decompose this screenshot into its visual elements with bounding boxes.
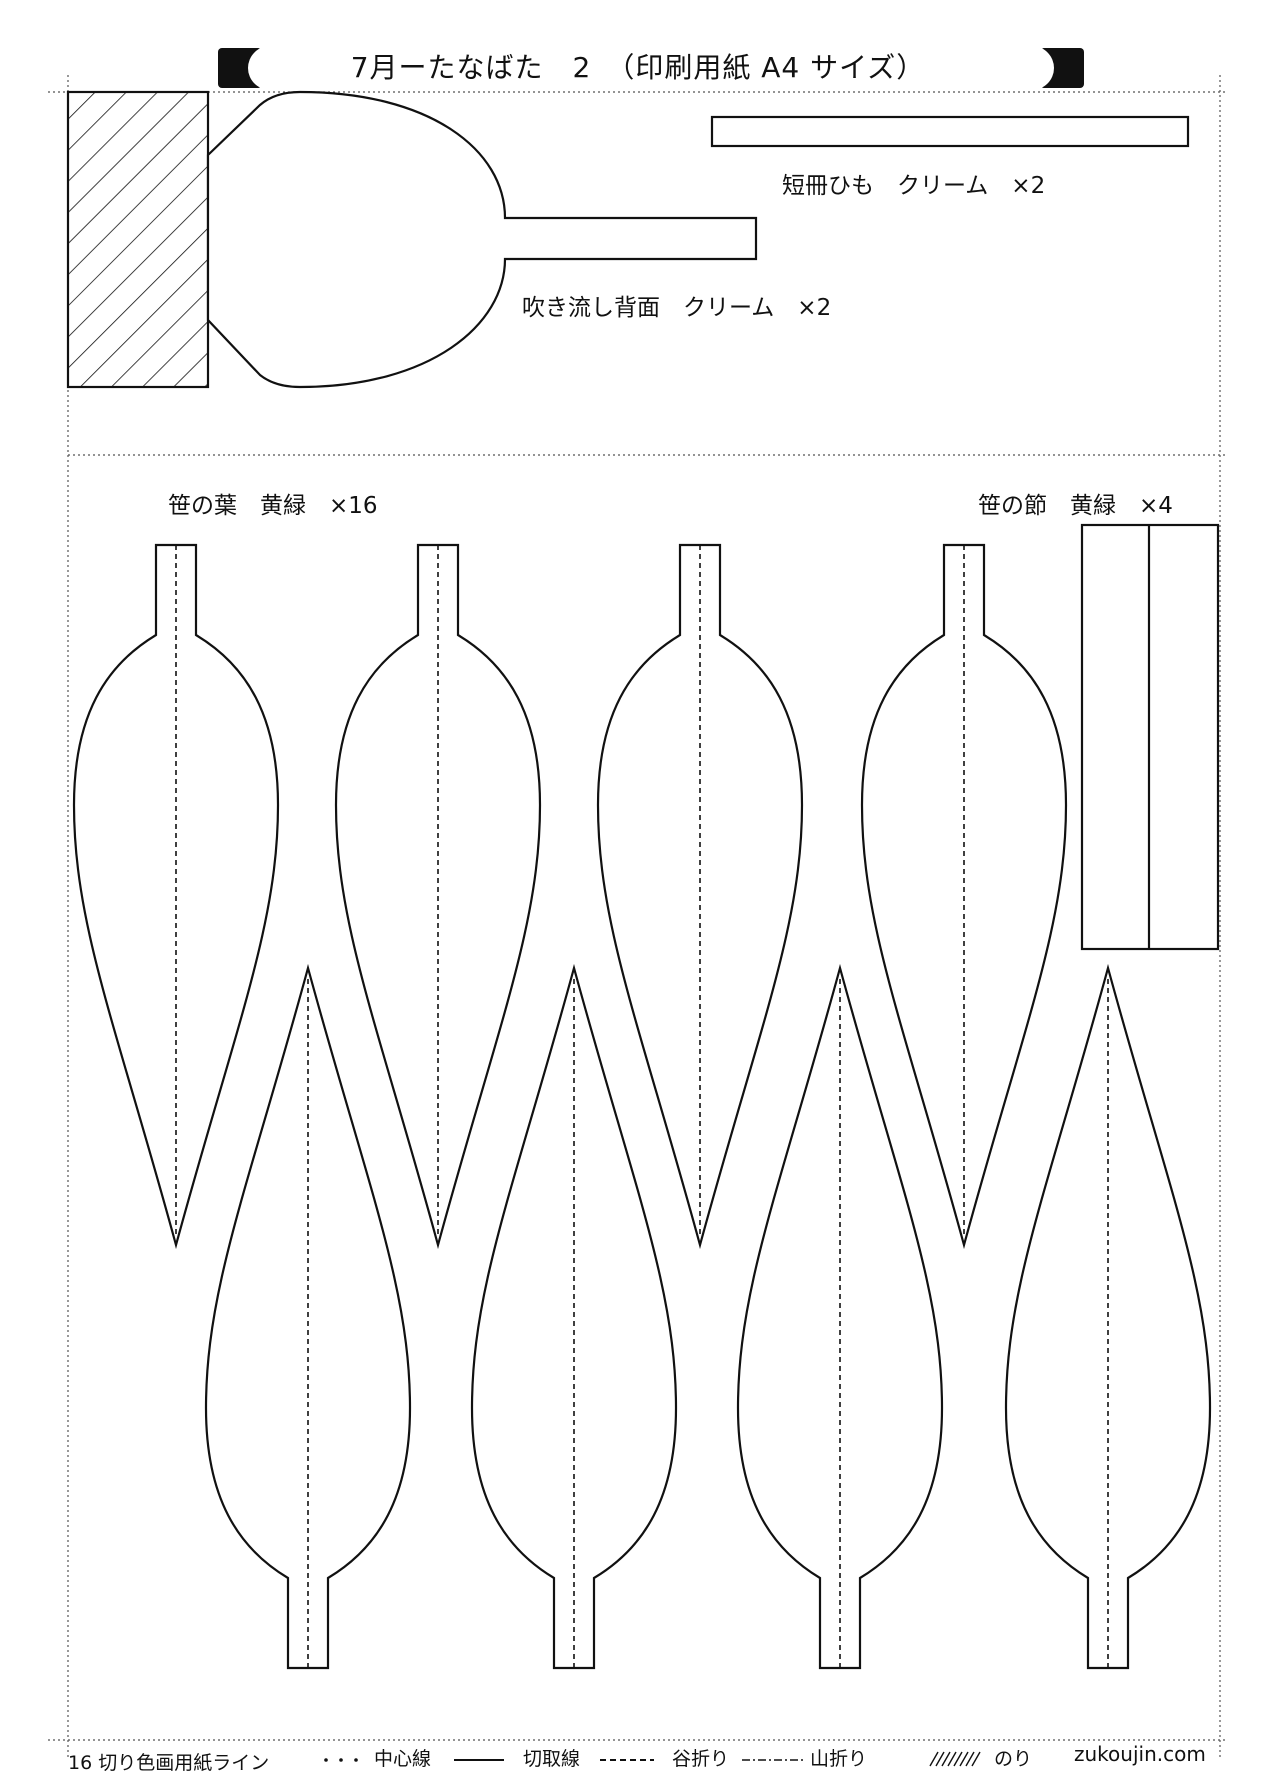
legend-mountain-fold: 山折り [810,1748,868,1770]
moon-right-icon [1010,46,1084,90]
bamboo-node-piece [1080,523,1220,951]
legend-cut-line: 切取線 [523,1748,581,1770]
bamboo-leaf-2 [334,543,542,1247]
strip-string-piece [710,115,1190,148]
moon-left-icon [218,46,292,90]
bamboo-leaf-7 [736,966,944,1670]
bamboo-leaf-6 [470,966,678,1670]
legend-samples [324,1751,981,1767]
legend-paper-line: 16 切り色画用紙ライン [68,1752,270,1774]
header: 7月ーたなばた 2 （印刷用紙 A4 サイズ） [0,40,1276,90]
label-bamboo-leaf: 笹の葉 黄緑 ×16 [168,493,378,519]
legend: 16 切り色画用紙ライン 中心線 切取線 谷折り 山折り のり zukoujin… [68,1742,1218,1774]
site-url: zukoujin.com [1074,1742,1206,1766]
bamboo-leaf-3 [596,543,804,1247]
page-title: 7月ーたなばた 2 （印刷用紙 A4 サイズ） [350,51,926,84]
bamboo-leaf-8 [1004,966,1212,1670]
legend-center-line: 中心線 [374,1748,432,1770]
bamboo-leaf-1 [72,543,280,1247]
bamboo-leaf-4 [860,543,1068,1247]
legend-valley-fold: 谷折り [672,1748,730,1770]
label-streamer-back: 吹き流し背面 クリーム ×2 [522,295,832,321]
legend-glue: のり [994,1748,1033,1770]
label-bamboo-node: 笹の節 黄緑 ×4 [978,493,1173,519]
bamboo-leaf-5 [204,966,412,1670]
label-strip-string: 短冊ひも クリーム ×2 [782,173,1046,199]
streamer-back-piece [66,90,758,389]
